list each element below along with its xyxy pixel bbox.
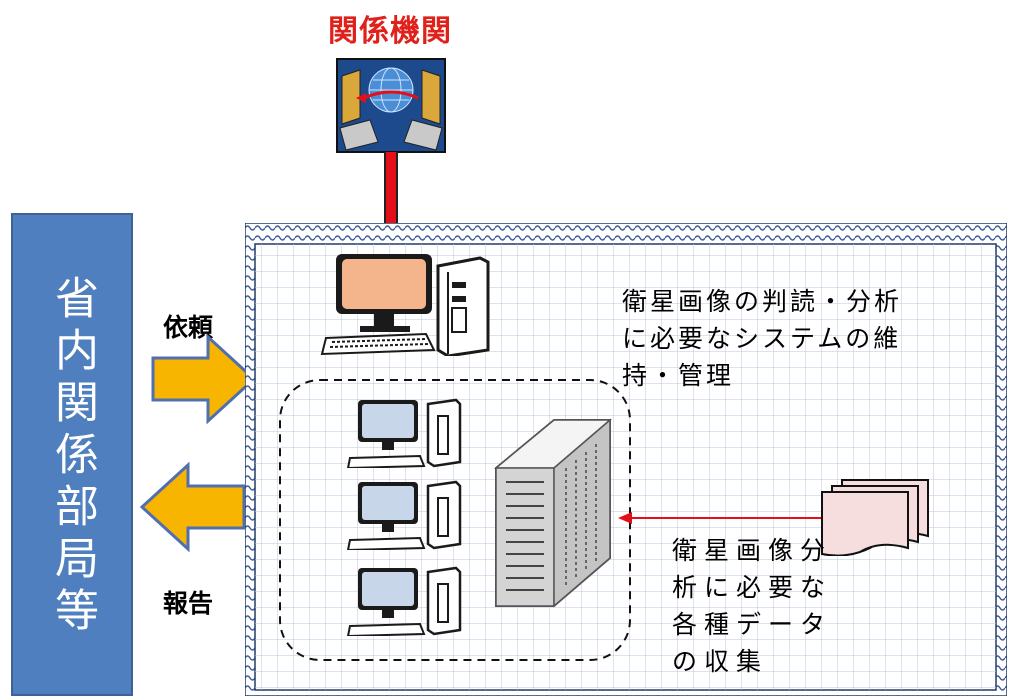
server-icon — [494, 418, 613, 608]
data-flow-arrow — [618, 512, 828, 524]
description-line: 衛星画像分 — [672, 536, 833, 565]
data-collection-description: 衛星画像分 析に必要な 各種データ の収集 — [672, 532, 832, 680]
report-label: 報告 — [163, 589, 214, 618]
description-line: 持・管理 — [622, 361, 735, 390]
documents-icon — [821, 479, 929, 556]
description-line: 析に必要な — [672, 573, 833, 602]
request-arrow — [151, 334, 257, 424]
client-pc-icon — [346, 566, 462, 636]
related-agencies-label: 関係機関 — [328, 14, 452, 49]
request-label: 依頼 — [163, 313, 214, 342]
system-maintenance-description: 衛星画像の判読・分析 に必要なシステムの維 持・管理 — [622, 283, 902, 394]
workstation-icon — [320, 254, 490, 356]
client-pc-icon — [346, 480, 462, 550]
internal-departments-label: 省内関係部局等 — [47, 275, 98, 639]
description-line: 衛星画像の判読・分析 — [622, 287, 903, 316]
description-line: に必要なシステムの維 — [622, 324, 902, 353]
report-arrow — [139, 462, 246, 552]
internal-departments-bar: 省内関係部局等 — [11, 213, 133, 696]
description-line: の収集 — [672, 647, 769, 676]
agency-network-icon — [336, 58, 446, 153]
description-line: 各種データ — [672, 610, 833, 639]
client-group-outline — [279, 379, 631, 661]
client-pc-icon — [346, 398, 462, 468]
